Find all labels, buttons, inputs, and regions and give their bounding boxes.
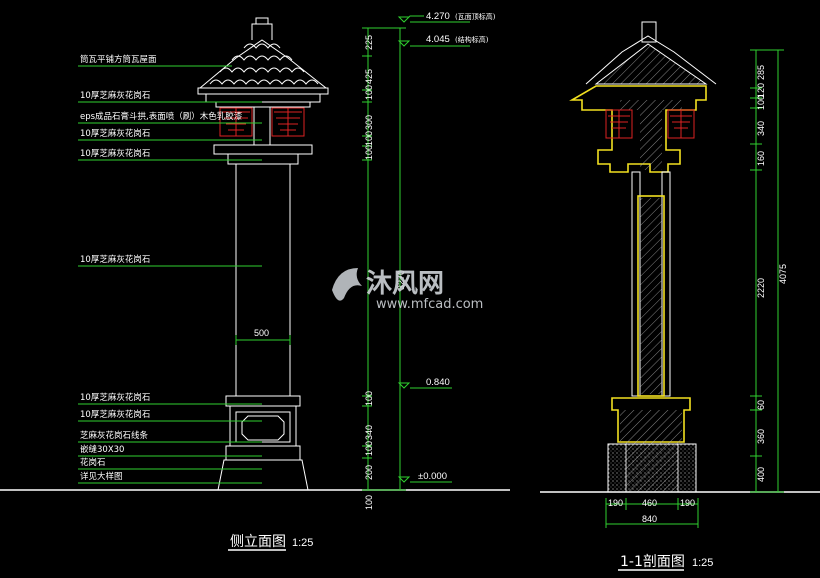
bottom-dim-total: 840 xyxy=(642,514,657,524)
left-dim-chain: 225 425 100 300 100 100 3270 100 340 100… xyxy=(362,27,406,510)
bracket-set xyxy=(219,107,305,137)
rdim-0: 285 xyxy=(756,65,766,80)
watermark-name: 沐风网 xyxy=(366,269,444,299)
vdim-3: 300 xyxy=(364,115,374,130)
section-view: 190 460 190 840 285 120 100 340 160 2220… xyxy=(569,21,788,528)
watermark: 沐风网 www.mfcad.com xyxy=(332,268,483,312)
leaders xyxy=(78,65,262,484)
material-labels: 筒瓦平铺方筒瓦屋面 10厚芝麻灰花岗石 eps成品石膏斗拱,表面喷（刷）木色乳胶… xyxy=(80,54,243,482)
vdim-9: 100 xyxy=(364,441,374,456)
roof-tiles xyxy=(209,43,319,85)
bottom-dim-left: 190 xyxy=(608,498,623,508)
left-view-scale: 1:25 xyxy=(292,537,313,549)
elev-top-note: (瓦面顶标高) xyxy=(455,12,496,21)
rdim-2: 100 xyxy=(756,95,766,110)
vdim-7: 100 xyxy=(364,391,374,406)
label-joint: 嵌缝30X30 xyxy=(80,444,124,455)
left-view-title: 侧立面图 xyxy=(230,534,286,550)
rdim-4: 160 xyxy=(756,151,766,166)
label-granite-2: 10厚芝麻灰花岗石 xyxy=(80,128,150,139)
bottom-dim-mid: 460 xyxy=(642,498,657,508)
vdim-8: 340 xyxy=(364,425,374,440)
label-granite: 花岗石 xyxy=(80,457,106,468)
rdim-1: 120 xyxy=(756,83,766,98)
label-granite-5: 10厚芝麻灰花岗石 xyxy=(80,392,150,403)
label-granite-1: 10厚芝麻灰花岗石 xyxy=(80,90,150,101)
elev-struct-value: 4.045 xyxy=(426,34,450,45)
watermark-logo-icon xyxy=(332,268,362,301)
section-title: 1-1剖面图 xyxy=(620,554,685,570)
vdim-4: 100 xyxy=(364,131,374,146)
vdim-10: 200 xyxy=(364,465,374,480)
vdim-6: 3270 xyxy=(396,270,406,290)
vdim-0: 225 xyxy=(364,35,374,50)
width-dim: 500 xyxy=(254,328,269,338)
rdim-7: 360 xyxy=(756,429,766,444)
rdim-5: 2220 xyxy=(756,278,766,298)
label-granite-4: 10厚芝麻灰花岗石 xyxy=(80,254,150,265)
elev-top-value: 4.270 xyxy=(426,11,450,22)
vdim-11: 100 xyxy=(364,495,374,510)
vdim-2: 100 xyxy=(364,85,374,100)
bottom-dim-right: 190 xyxy=(680,498,695,508)
label-granite-6: 10厚芝麻灰花岗石 xyxy=(80,409,150,420)
label-detail: 详见大样图 xyxy=(80,471,123,482)
label-roof: 筒瓦平铺方筒瓦屋面 xyxy=(80,54,157,65)
elevation-marks: 4.270 (瓦面顶标高) 4.045 (结构标高) 0.840 ±0.000 xyxy=(397,11,496,483)
rdim-3: 340 xyxy=(756,121,766,136)
rdim-total: 4075 xyxy=(778,264,788,284)
rdim-8: 400 xyxy=(756,467,766,482)
elev-ground-value: ±0.000 xyxy=(418,471,447,482)
section-scale: 1:25 xyxy=(692,557,713,569)
vdim-1: 425 xyxy=(364,69,374,84)
elev-struct-note: (结构标高) xyxy=(455,35,489,44)
label-bracket: eps成品石膏斗拱,表面喷（刷）木色乳胶漆 xyxy=(80,111,243,122)
label-granite-trim: 芝麻灰花岗石线条 xyxy=(80,430,149,441)
vdim-5: 100 xyxy=(364,145,374,160)
label-granite-3: 10厚芝麻灰花岗石 xyxy=(80,148,150,159)
rdim-6: 60 xyxy=(756,400,766,410)
side-elevation: 500 xyxy=(197,17,329,491)
watermark-url: www.mfcad.com xyxy=(376,297,483,312)
elev-base-value: 0.840 xyxy=(426,377,450,388)
